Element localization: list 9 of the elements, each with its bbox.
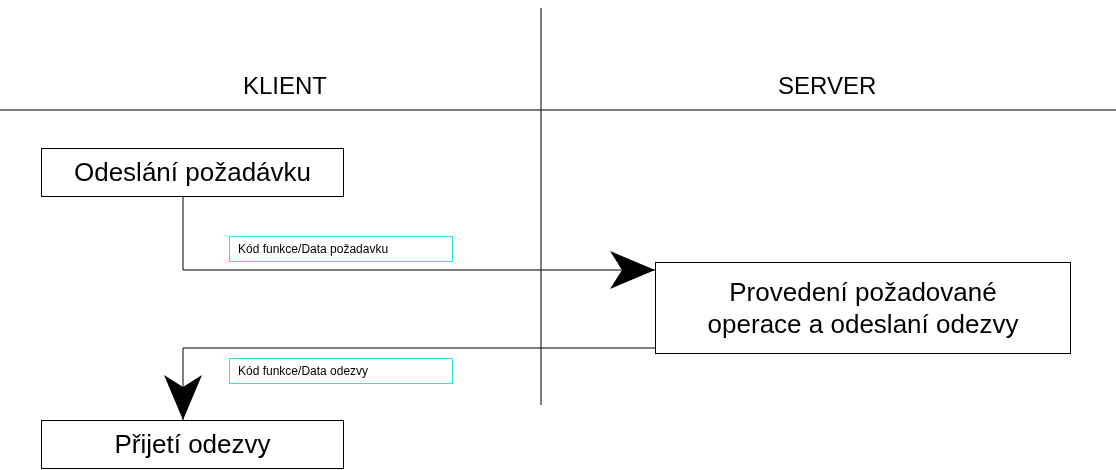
column-header: KLIENT: [243, 72, 328, 100]
arrow: [182, 196, 656, 289]
edge-label: Kód funkce/Data odezvy: [229, 358, 453, 384]
process-box: Provedení požadované operace a odeslaní odezvy: [655, 262, 1071, 354]
arrow: [164, 347, 656, 421]
process-box: Přijetí odezvy: [41, 420, 344, 469]
process-box: Odeslání požadávku: [41, 148, 344, 197]
column-header: SERVER: [778, 72, 877, 100]
edge-label: Kód funkce/Data požadavku: [229, 236, 453, 262]
